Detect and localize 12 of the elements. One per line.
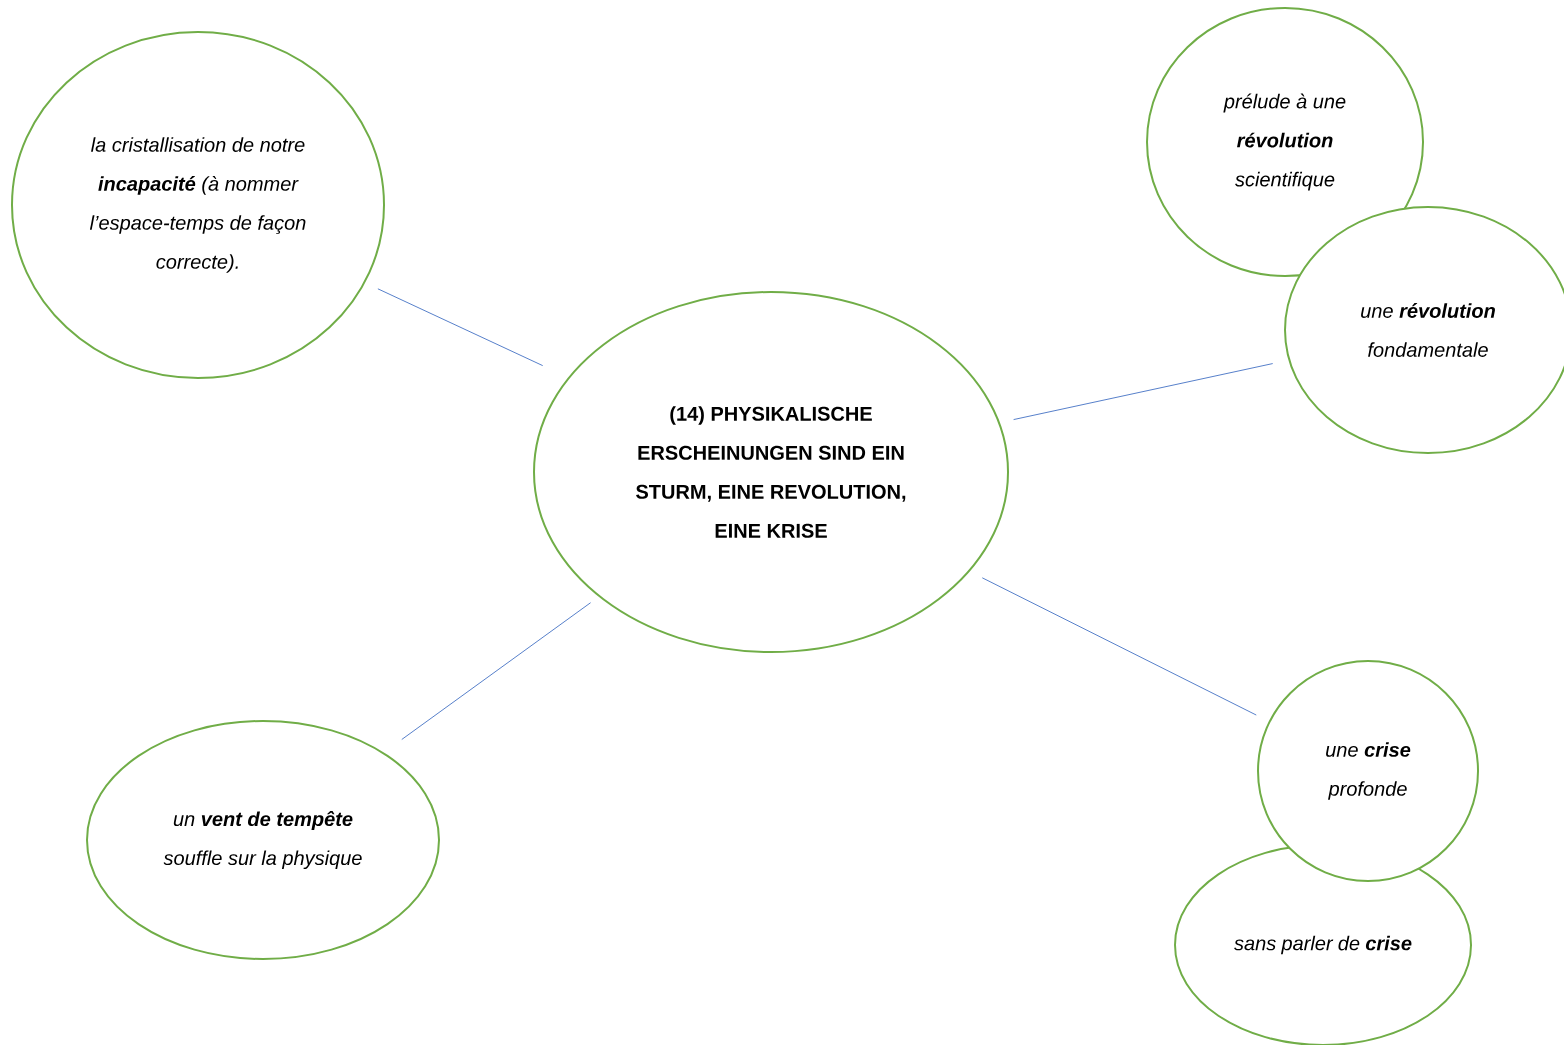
bubble: (14) PHYSIKALISCHE ERSCHEINUNGEN SIND EIN STURM, EINE REVOLUTION, EINE KRISE [533, 291, 1009, 653]
bubble: une crise profonde [1257, 660, 1479, 882]
bubble: une révolution fondamentale [1284, 206, 1564, 454]
bubble: un vent de tempête souffle sur la physique [86, 720, 440, 960]
node-label: une révolution fondamentale [1361, 303, 1495, 357]
connector-line [1013, 363, 1274, 420]
bubble: prélude à une révolution scientifique [1146, 7, 1424, 277]
connector-line [377, 288, 544, 367]
bubble: sans parler de crise [1174, 844, 1472, 1045]
connector-line [401, 602, 592, 740]
connector-line [981, 577, 1257, 716]
bubble: la cristallisation de notre incapacité (à nommer l’espace-temps de façon correcte). [11, 31, 385, 379]
